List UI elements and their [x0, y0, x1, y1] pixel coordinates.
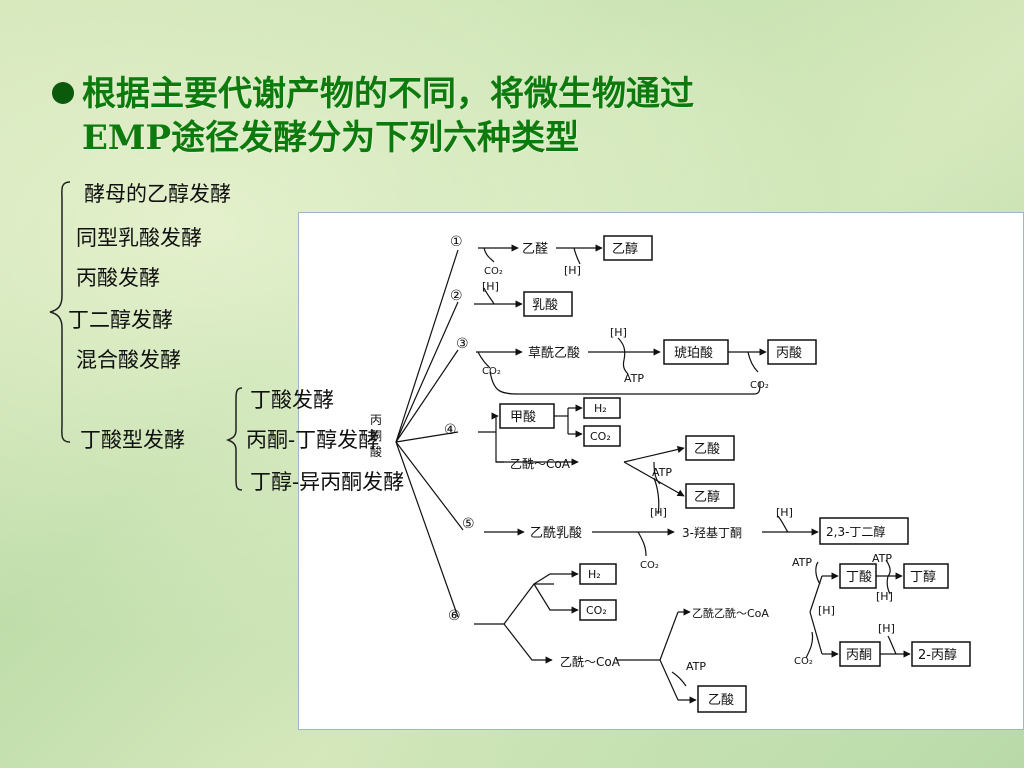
type-item-2: 同型乳酸发酵 — [76, 226, 202, 250]
label-co2-6: CO₂ — [586, 604, 607, 617]
type-item-1: 酵母的乙醇发酵 — [84, 182, 231, 206]
box-dingsuan — [839, 563, 877, 589]
label-atp-3: ATP — [624, 372, 644, 385]
bullet-icon — [52, 82, 74, 104]
label-h-6c: [H] — [878, 622, 895, 635]
label-yichun-4: 乙醇 — [694, 489, 720, 505]
label-bingtong: 丙酮 — [846, 648, 872, 663]
label-co2-3: CO₂ — [482, 366, 501, 377]
main-brace — [49, 181, 71, 443]
sub-brace — [225, 387, 243, 491]
box-rusuan — [523, 291, 573, 317]
label-co2-1: CO₂ — [484, 266, 503, 277]
label-yixian-rusuan: 乙酰乳酸 — [530, 526, 582, 541]
box-yichun-4 — [685, 483, 735, 509]
box-yisuan-4 — [685, 435, 735, 461]
label-h-3: [H] — [610, 326, 627, 339]
label-yichun-1: 乙醇 — [612, 241, 638, 257]
label-co2-6b: CO₂ — [794, 656, 813, 667]
label-h-1: [H] — [564, 264, 581, 277]
source-label-3: 酸 — [370, 444, 382, 459]
box-co2-6 — [579, 599, 617, 621]
label-dingerchun: 2,3-丁二醇 — [826, 524, 885, 539]
type-item-4: 丁二醇发酵 — [68, 308, 173, 332]
label-atp-6c: ATP — [872, 552, 892, 565]
label-dingsuan: 丁酸 — [846, 570, 872, 585]
box-yisuan-6 — [697, 685, 747, 713]
label-h-6b: [H] — [818, 604, 835, 617]
butyric-subtype-1: 丁酸发酵 — [250, 388, 334, 412]
box-hupo — [663, 339, 729, 365]
source-label-2: 酮 — [370, 429, 382, 443]
box-bingtong — [839, 641, 881, 667]
label-atp-4: ATP — [652, 466, 672, 479]
label-jiasuan: 甲酸 — [510, 410, 536, 425]
label-h-6a: [H] — [876, 590, 893, 603]
step-number-6: ⑥ — [448, 608, 461, 624]
box-bingsuan — [767, 339, 817, 365]
box-jiasuan — [499, 403, 555, 429]
label-qiang: 3-羟基丁酮 — [682, 525, 742, 540]
box-dingerchun — [819, 517, 909, 545]
label-hupo: 琥珀酸 — [674, 346, 713, 361]
step-number-1: ① — [450, 234, 463, 250]
step-number-4: ④ — [444, 422, 457, 438]
box-yichun-1 — [603, 235, 653, 261]
label-yixianyixian: 乙酰乙酰～CoA — [692, 606, 769, 620]
step-number-3: ③ — [456, 336, 469, 352]
box-co2-4 — [583, 425, 621, 447]
label-atp-6: ATP — [686, 660, 706, 673]
step-number-2: ② — [450, 288, 463, 304]
butyric-subtype-2: 丙酮-丁醇发酵 — [246, 428, 380, 452]
label-caoxian: 草酰乙酸 — [528, 346, 580, 361]
butyric-subtype-3: 丁醇-异丙酮发酵 — [250, 470, 405, 494]
label-atp-6b: ATP — [792, 556, 812, 569]
type-item-3: 丙酸发酵 — [76, 266, 160, 290]
emp-fermentation-diagram: 丙 酮 酸 ① ② ③ ④ ⑤ ⑥ 乙醛 CO₂ [H] 乙醇 [H] 乳酸 草… — [298, 212, 1024, 730]
label-yisuan-6: 乙酸 — [708, 693, 734, 708]
title-line-1: 根据主要代谢产物的不同，将微生物通过 — [82, 74, 694, 114]
title-line-2: EMP途径发酵分为下列六种类型 — [82, 118, 580, 158]
box-h2-4 — [583, 397, 621, 419]
label-h-5: [H] — [776, 506, 793, 519]
label-h-4: [H] — [650, 506, 667, 519]
type-item-6: 丁酸型发酵 — [80, 428, 185, 452]
label-h2-6: H₂ — [588, 568, 601, 581]
step-number-5: ⑤ — [462, 516, 475, 532]
label-yiquan: 乙醛 — [522, 241, 548, 257]
label-co2-4: CO₂ — [590, 430, 611, 443]
label-yixian-coa-4: 乙酰～CoA — [510, 457, 571, 471]
page-title: 根据主要代谢产物的不同，将微生物通过 EMP途径发酵分为下列六种类型 — [52, 72, 694, 160]
source-label-1: 丙 — [370, 413, 382, 427]
label-co2-5: CO₂ — [640, 560, 659, 571]
label-dingchun: 丁醇 — [910, 569, 936, 585]
box-h2-6 — [579, 563, 617, 585]
box-dingchun — [903, 563, 949, 589]
label-yisuan-4: 乙酸 — [694, 442, 720, 457]
type-item-5: 混合酸发酵 — [76, 348, 181, 372]
diagram-panel — [298, 212, 1024, 730]
label-bingchun: 2-丙醇 — [918, 647, 957, 663]
label-rusuan: 乳酸 — [532, 298, 558, 313]
label-co2-3b: CO₂ — [750, 380, 769, 391]
label-yixian-coa-6: 乙酰～CoA — [560, 655, 621, 669]
label-h2-4: H₂ — [594, 402, 607, 415]
box-bingchun — [911, 641, 971, 667]
label-h-2: [H] — [482, 280, 499, 293]
label-bingsuan: 丙酸 — [776, 346, 802, 361]
